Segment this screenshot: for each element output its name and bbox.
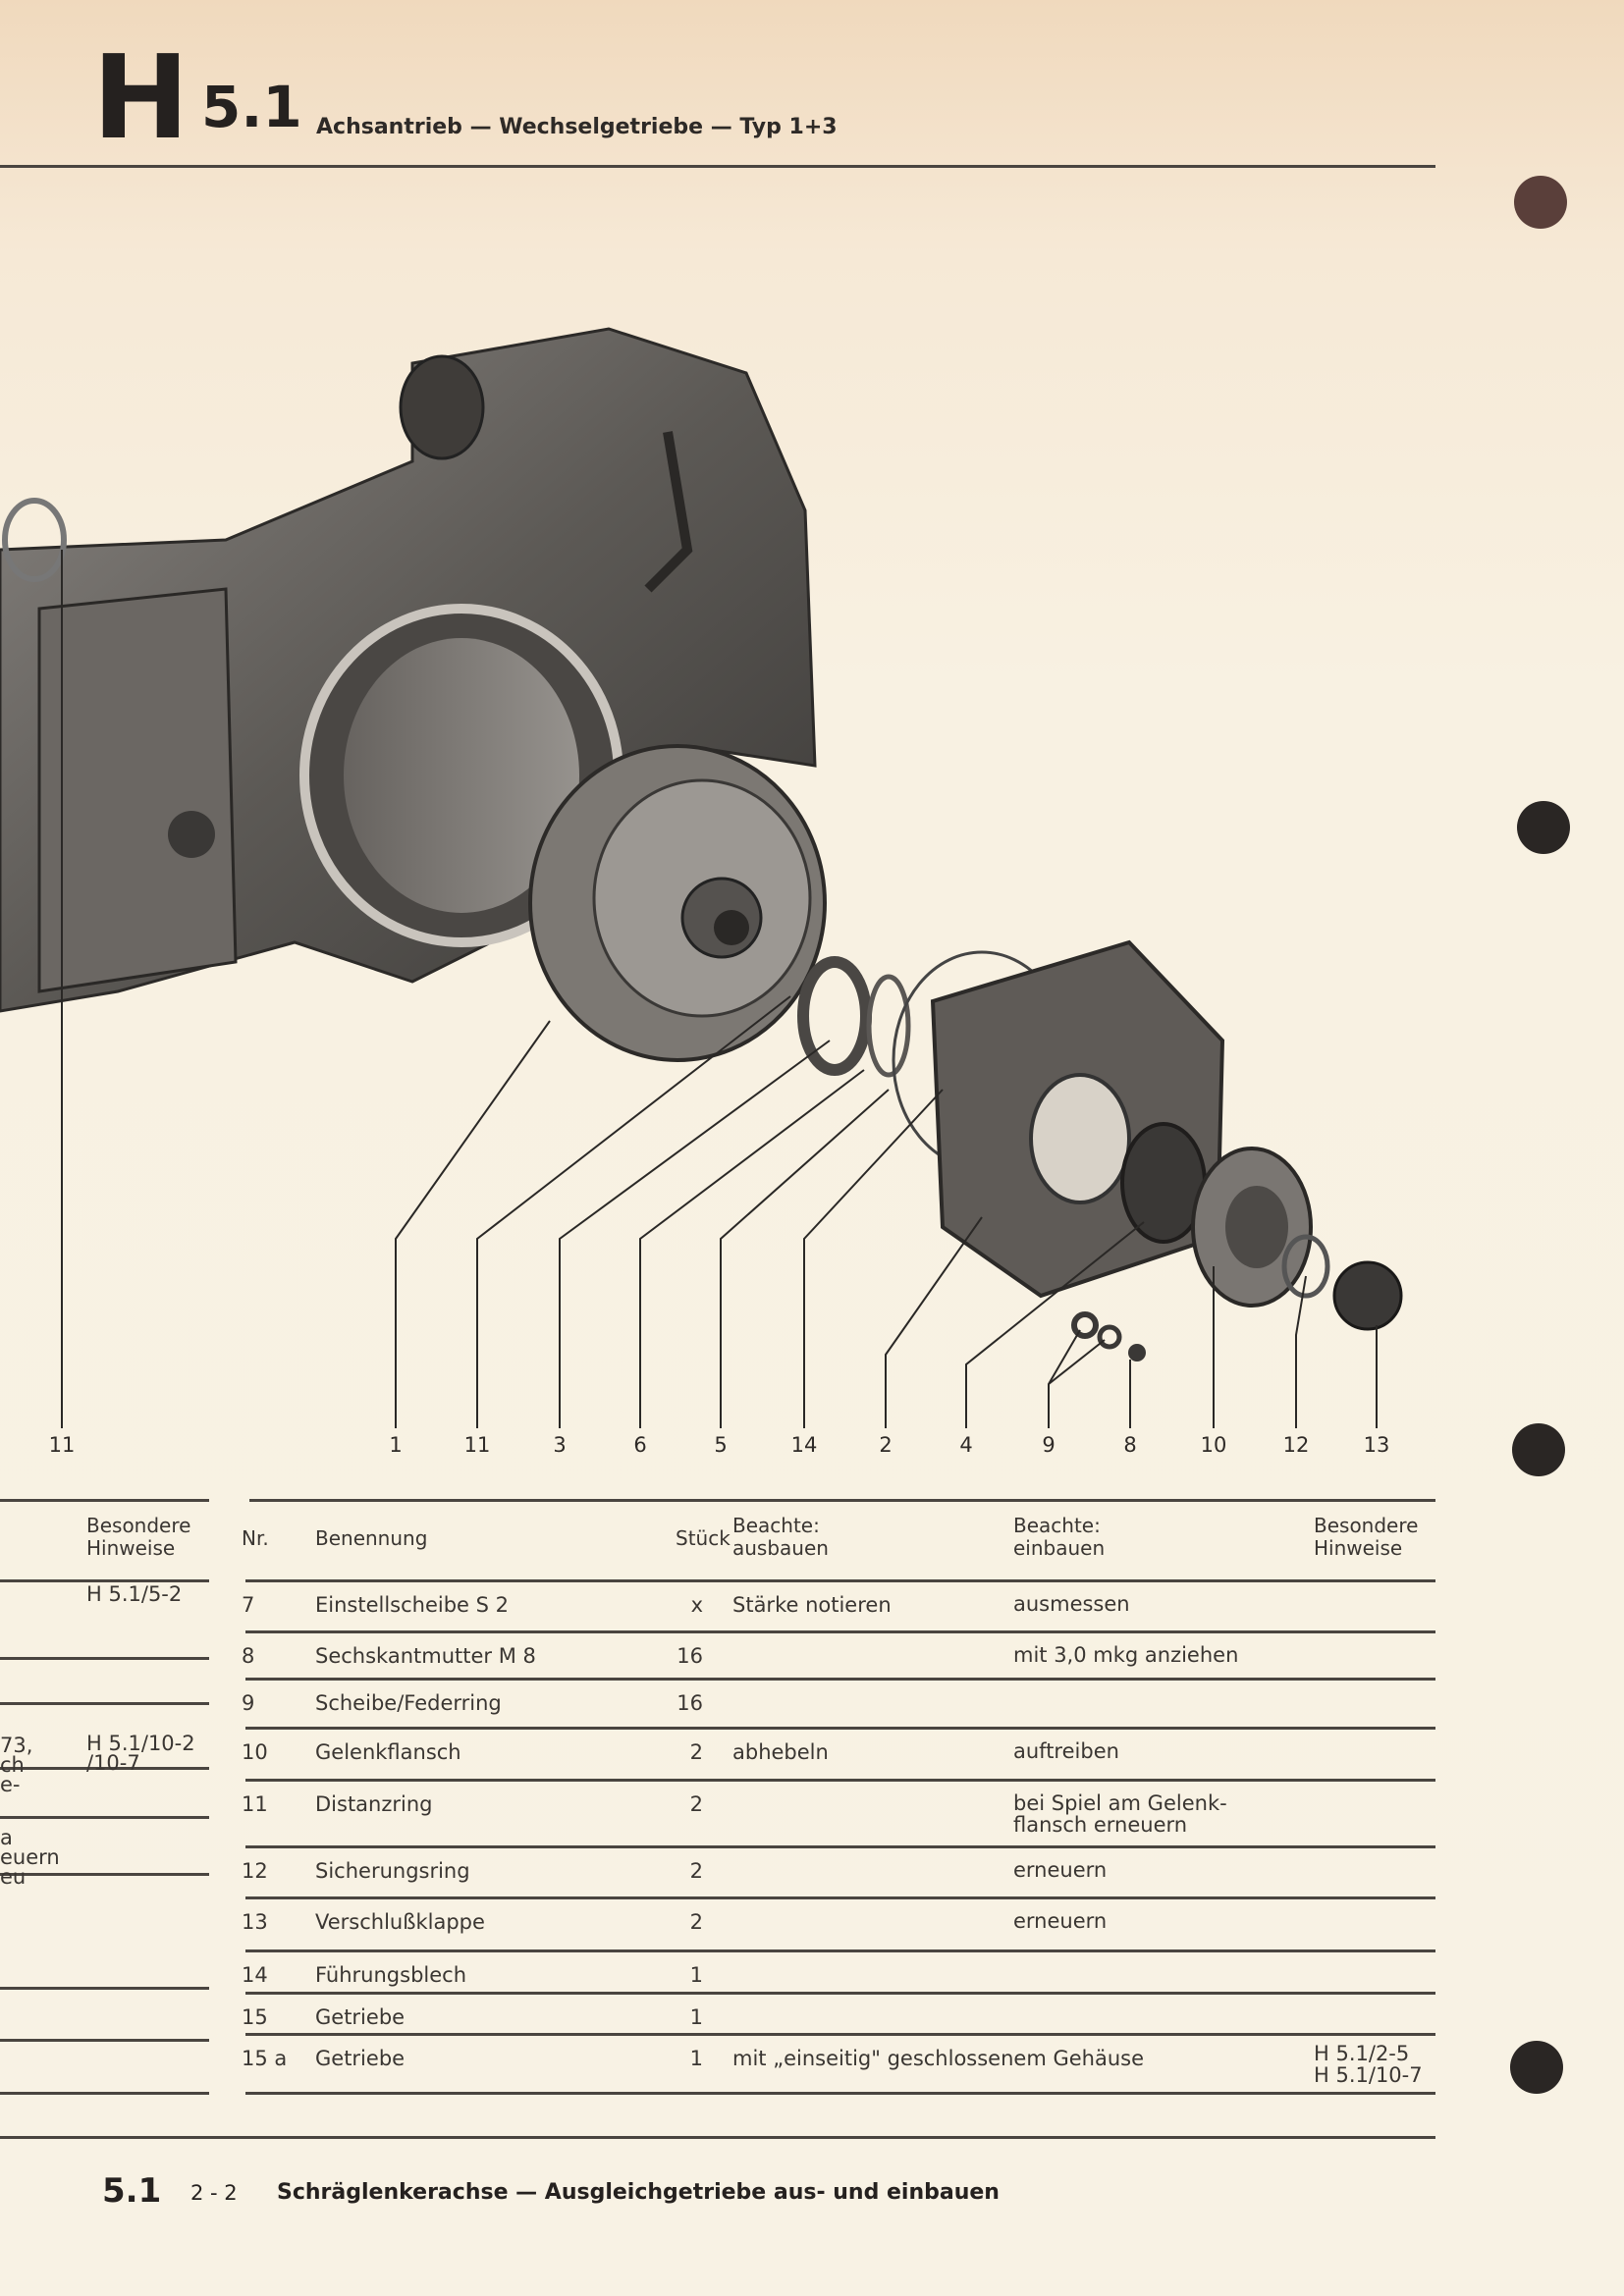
cell-qty: 2: [689, 1740, 703, 1764]
punch-hole: [1510, 2041, 1563, 2094]
callout-label: 10: [1200, 1433, 1227, 1457]
cell-notes: H 5.1/2-5 H 5.1/10-7: [1314, 2042, 1423, 2087]
cut-text: ch: [0, 1753, 25, 1777]
cell-name: Sechskantmutter M 8: [315, 1644, 536, 1668]
row-divider: [245, 1727, 1435, 1730]
row-divider: [245, 1630, 1435, 1633]
section-letter: H: [92, 29, 189, 165]
transmission-housing: [0, 327, 817, 1013]
cell-nr: 12: [242, 1859, 268, 1883]
column-header-install: Beachte: einbauen: [1013, 1514, 1106, 1560]
footer-section: 5.1: [102, 2171, 162, 2211]
callout-label: 1: [389, 1433, 403, 1457]
column-header-nr: Nr.: [242, 1526, 269, 1550]
row-divider: [245, 1845, 1435, 1848]
row-divider: [245, 1779, 1435, 1782]
cell-nr: 14: [242, 1963, 268, 1987]
callout-label: 4: [959, 1433, 973, 1457]
cell-nr: 8: [242, 1644, 255, 1668]
cell-qty: 2: [689, 1910, 703, 1934]
callout-label: 13: [1363, 1433, 1390, 1457]
callout-label: 12: [1282, 1433, 1310, 1457]
cell-install: ausmessen: [1013, 1592, 1130, 1616]
cell-remove: Stärke notieren: [732, 1593, 892, 1617]
footer-page-number: 2 - 2: [190, 2181, 238, 2205]
column-header-qty: Stück: [676, 1526, 731, 1550]
cell-qty: 1: [689, 2005, 703, 2029]
cell-name: Getriebe: [315, 2005, 406, 2029]
cut-text: euern: [0, 1845, 60, 1869]
cell-install: mit 3,0 mkg anziehen: [1013, 1643, 1239, 1667]
cell-nr: 13: [242, 1910, 268, 1934]
page-subtitle: Achsantrieb — Wechselgetriebe — Typ 1+3: [316, 115, 838, 139]
column-header-name: Benennung: [315, 1526, 428, 1550]
row-divider: [245, 1992, 1435, 1995]
cell-name: Getriebe: [315, 2047, 406, 2070]
cell-nr: 10: [242, 1740, 268, 1764]
row-divider: [245, 1949, 1435, 1952]
row-divider: [245, 1896, 1435, 1899]
cell-qty: 1: [689, 1963, 703, 1987]
callout-label: 5: [714, 1433, 728, 1457]
callout-label: 11: [48, 1433, 76, 1457]
cell-install: bei Spiel am Gelenk- flansch erneuern: [1013, 1791, 1227, 1837]
column-header-remove: Beachte: ausbauen: [732, 1514, 829, 1560]
differential: [528, 744, 827, 1062]
cell-name: Gelenkflansch: [315, 1740, 461, 1764]
cell-install: erneuern: [1013, 1909, 1108, 1933]
cell-qty: 2: [689, 1859, 703, 1883]
cell-name: Sicherungsring: [315, 1859, 470, 1883]
cell-remove: abhebeln: [732, 1740, 829, 1764]
cut-text: e-: [0, 1773, 21, 1796]
callout-label: 9: [1042, 1433, 1056, 1457]
row-divider: [245, 2092, 1435, 2095]
cell-qty: 1: [689, 2047, 703, 2070]
cell-qty: 16: [677, 1691, 703, 1715]
cell-nr: 7: [242, 1593, 255, 1617]
footer-title: Schräglenkerachse — Ausgleichgetriebe au…: [277, 2180, 1000, 2205]
callout-label: 2: [879, 1433, 893, 1457]
cut-text: a: [0, 1826, 13, 1849]
cell-name: Verschlußklappe: [315, 1910, 485, 1934]
cut-text: eu: [0, 1865, 27, 1889]
cell-qty: 2: [689, 1792, 703, 1816]
callout-label: 3: [553, 1433, 567, 1457]
cell-nr: 15: [242, 2005, 268, 2029]
cell-qty: x: [690, 1593, 703, 1617]
leader-lines: [61, 550, 1378, 1428]
header-rule: [0, 165, 1435, 168]
punch-hole: [1514, 176, 1567, 229]
cell-name: Scheibe/Federring: [315, 1691, 502, 1715]
row-divider: [245, 2033, 1435, 2036]
cell-name: Distanzring: [315, 1792, 433, 1816]
callout-label: 8: [1123, 1433, 1137, 1457]
footer-rule: [0, 2136, 1435, 2139]
cut-text: 73,: [0, 1734, 33, 1757]
section-number: 5.1: [201, 74, 302, 140]
cell-name: Führungsblech: [315, 1963, 467, 1987]
left-header-notes: Besondere Hinweise: [86, 1514, 191, 1560]
left-ref: H 5.1/10-2 /10-7: [86, 1732, 195, 1775]
punch-hole: [1517, 801, 1570, 854]
cell-qty: 16: [677, 1644, 703, 1668]
cell-nr: 15 a: [242, 2047, 288, 2070]
column-header-notes: Besondere Hinweise: [1314, 1514, 1419, 1560]
row-divider: [245, 1678, 1435, 1681]
exploded-view-illustration: [0, 327, 1403, 1428]
callout-label: 11: [463, 1433, 491, 1457]
callout-label: 14: [790, 1433, 818, 1457]
cell-nr: 11: [242, 1792, 268, 1816]
cell-install: erneuern: [1013, 1858, 1108, 1882]
left-ref: H 5.1/5-2: [86, 1582, 183, 1606]
punch-hole: [1512, 1423, 1565, 1476]
cell-remove: mit „einseitig" geschlossenem Gehäuse: [732, 2047, 1145, 2070]
side-cover: [930, 939, 1403, 1362]
cell-name: Einstellscheibe S 2: [315, 1593, 510, 1617]
cell-install: auftreiben: [1013, 1739, 1119, 1763]
cell-nr: 9: [242, 1691, 255, 1715]
callout-label: 6: [633, 1433, 647, 1457]
